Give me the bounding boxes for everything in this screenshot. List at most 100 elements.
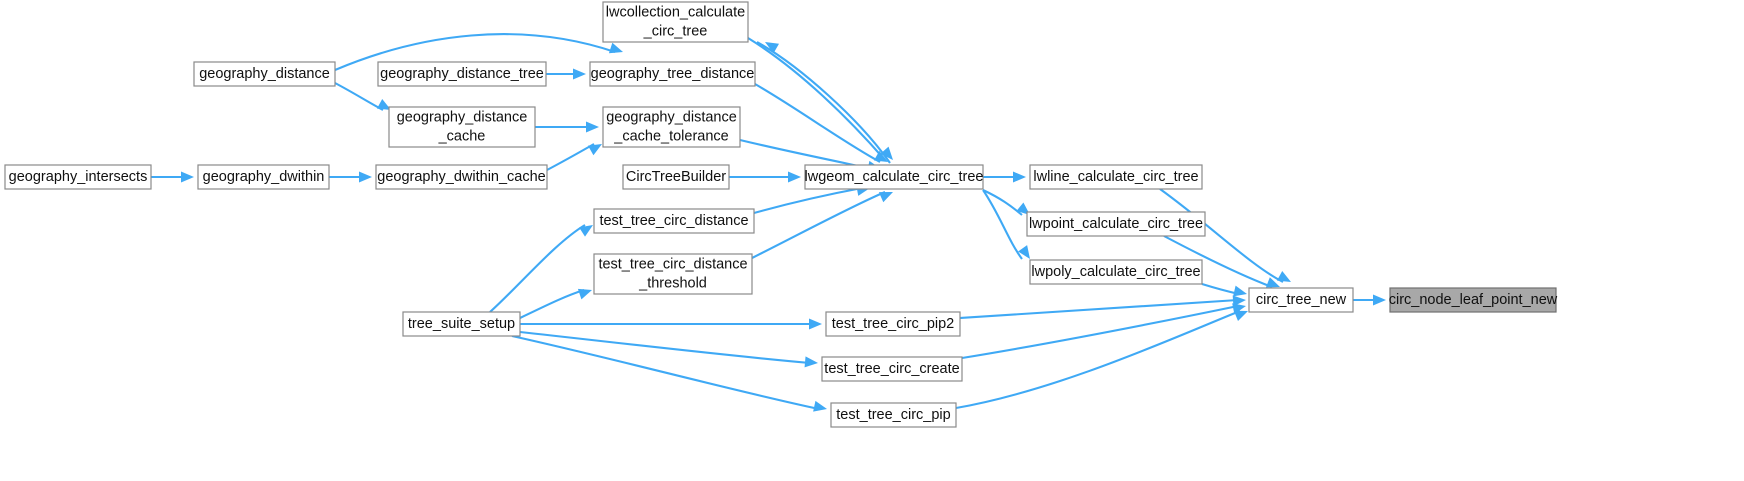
arrow-head-icon — [376, 98, 391, 110]
graph-node-lwline-calculate-circ-tree[interactable]: lwline_calculate_circ_tree — [1029, 164, 1203, 190]
graph-node-circ-node-leaf-point-new[interactable]: circ_node_leaf_point_new — [1389, 287, 1558, 313]
arrow-head-icon — [813, 400, 827, 412]
call-edge — [982, 189, 1023, 216]
call-edge — [1163, 235, 1273, 288]
graph-node-tree-suite-setup[interactable]: tree_suite_setup — [402, 311, 521, 337]
node-label: test_tree_circ_distance — [598, 256, 747, 272]
node-box — [375, 164, 548, 190]
node-label: geography_dwithin — [203, 169, 325, 185]
node-label: lwcollection_calculate — [606, 4, 745, 20]
graph-node-lwgeom-calculate-circ-tree[interactable]: lwgeom_calculate_circ_tree — [804, 164, 984, 190]
call-edge — [489, 224, 586, 313]
arrow-head-icon — [359, 171, 372, 183]
call-edge — [955, 310, 1241, 410]
graph-node-geography-distance-tree[interactable]: geography_distance_tree — [377, 61, 547, 87]
node-box — [602, 106, 741, 148]
arrow-head-icon — [1373, 294, 1386, 306]
arrow-head-icon — [1013, 171, 1026, 183]
edge-layer — [151, 33, 1386, 412]
node-box — [593, 253, 753, 295]
node-label: geography_dwithin_cache — [377, 169, 546, 185]
call-edge — [753, 186, 863, 215]
arrow-head-icon — [577, 288, 592, 300]
node-label: _cache — [438, 128, 486, 144]
node-box — [377, 61, 547, 87]
call-edge — [546, 143, 595, 171]
node-box — [1029, 259, 1203, 285]
node-box — [593, 208, 755, 234]
graph-node-CircTreeBuilder[interactable]: CircTreeBuilder — [622, 164, 730, 190]
node-box — [589, 61, 756, 87]
graph-node-geography-distance-cache[interactable]: geography_distance _cache — [388, 106, 536, 148]
node-label: _circ_tree — [643, 23, 708, 39]
arrow-head-icon — [809, 318, 822, 330]
graph-node-geography-distance[interactable]: geography_distance — [193, 61, 336, 87]
arrow-head-icon — [1233, 285, 1247, 297]
arrow-head-icon — [587, 144, 602, 156]
arrow-head-icon — [579, 225, 593, 237]
call-edge — [1201, 282, 1240, 296]
graph-node-geography-tree-distance[interactable]: geography_tree_distance — [589, 61, 756, 87]
graph-node-geography-intersects[interactable]: geography_intersects — [4, 164, 152, 190]
node-box — [1026, 211, 1206, 237]
call-edge — [334, 82, 384, 111]
arrow-head-icon — [1233, 310, 1248, 321]
arrow-head-icon — [804, 356, 818, 368]
arrow-head-icon — [878, 192, 893, 203]
call-edge — [334, 33, 616, 71]
node-box — [193, 61, 336, 87]
arrow-head-icon — [1018, 245, 1030, 259]
arrow-head-icon — [586, 121, 599, 133]
node-label: geography_distance — [199, 66, 330, 82]
graph-node-test-tree-circ-distance-threshold[interactable]: test_tree_circ_distance _threshold — [593, 253, 753, 295]
graph-node-geography-dwithin-cache[interactable]: geography_dwithin_cache — [375, 164, 548, 190]
node-box — [1248, 287, 1354, 313]
call-edge — [959, 298, 1239, 320]
graph-node-geography-dwithin[interactable]: geography_dwithin — [197, 164, 330, 190]
graph-node-lwpoly-calculate-circ-tree[interactable]: lwpoly_calculate_circ_tree — [1029, 259, 1203, 285]
call-edge — [754, 83, 881, 163]
node-label: lwline_calculate_circ_tree — [1033, 169, 1198, 185]
node-label: lwpoly_calculate_circ_tree — [1031, 264, 1200, 280]
node-box — [402, 311, 521, 337]
graph-node-test-tree-circ-create[interactable]: test_tree_circ_create — [821, 356, 963, 382]
node-box — [1389, 287, 1557, 313]
graph-node-lwpoint-calculate-circ-tree[interactable]: lwpoint_calculate_circ_tree — [1026, 211, 1206, 237]
call-edge — [747, 37, 886, 161]
call-edge — [519, 288, 585, 319]
node-label: geography_distance — [606, 109, 737, 125]
arrow-head-icon — [608, 42, 623, 54]
node-label: lwgeom_calculate_circ_tree — [805, 169, 984, 185]
node-box — [830, 402, 957, 428]
node-label: CircTreeBuilder — [626, 169, 726, 185]
graph-node-test-tree-circ-pip2[interactable]: test_tree_circ_pip2 — [825, 311, 961, 337]
node-box — [4, 164, 152, 190]
graph-node-circ-tree-new[interactable]: circ_tree_new — [1248, 287, 1354, 313]
arrow-head-icon — [765, 42, 780, 54]
node-label: test_tree_circ_pip — [836, 407, 950, 423]
node-box — [821, 356, 963, 382]
graph-node-test-tree-circ-pip[interactable]: test_tree_circ_pip — [830, 402, 957, 428]
node-label: circ_tree_new — [1256, 292, 1347, 308]
call-edge — [511, 334, 820, 411]
node-label: test_tree_circ_pip2 — [832, 316, 955, 332]
node-label: test_tree_circ_distance — [599, 213, 748, 229]
node-label: geography_distance — [397, 109, 528, 125]
node-label: test_tree_circ_create — [824, 361, 959, 377]
node-label: lwpoint_calculate_circ_tree — [1029, 216, 1203, 232]
graph-node-geography-distance-cache-tolerance[interactable]: geography_distance _cache_tolerance — [602, 106, 741, 148]
node-label: geography_tree_distance — [591, 66, 755, 82]
graph-node-test-tree-circ-distance[interactable]: test_tree_circ_distance — [593, 208, 755, 234]
call-edge — [519, 330, 811, 365]
node-label: _cache_tolerance — [613, 128, 728, 144]
arrow-head-icon — [788, 171, 801, 183]
graph-node-lwcollection-calculate-circ-tree[interactable]: lwcollection_calculate _circ_tree — [602, 1, 749, 43]
arrow-head-icon — [1232, 295, 1246, 307]
node-label: circ_node_leaf_point_new — [1389, 292, 1558, 308]
node-label: geography_distance_tree — [380, 66, 544, 82]
node-label: _threshold — [638, 275, 707, 291]
arrow-head-icon — [1265, 277, 1280, 288]
node-label: tree_suite_setup — [408, 316, 515, 332]
